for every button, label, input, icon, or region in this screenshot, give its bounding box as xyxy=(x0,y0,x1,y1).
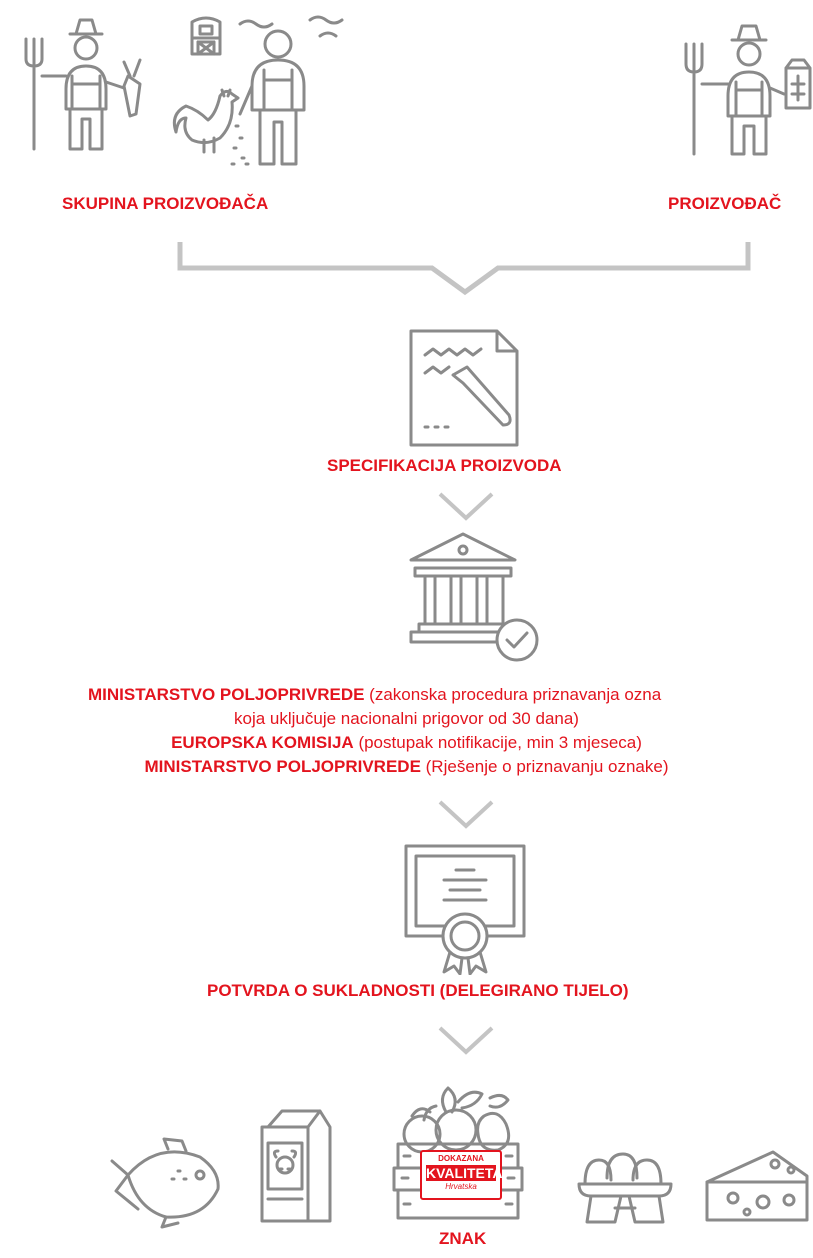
eggs-icon xyxy=(575,1150,675,1226)
document-pen-icon xyxy=(405,325,525,450)
quality-label-sub: Hrvatska xyxy=(445,1182,477,1191)
ministry-name-1: MINISTARSTVO POLJOPRIVREDE xyxy=(88,685,365,704)
commission-name: EUROPSKA KOMISIJA xyxy=(171,733,354,752)
quality-label-main: KVALITETA xyxy=(426,1165,503,1181)
arrow-down-2 xyxy=(438,800,494,829)
cheese-icon xyxy=(703,1148,813,1228)
procedure-description: MINISTARSTVO POLJOPRIVREDE (zakonska pro… xyxy=(0,683,813,779)
procedure-text-4: (Rješenje o priznavanju oznake) xyxy=(420,757,669,776)
arrow-down-3 xyxy=(438,1026,494,1055)
ministry-name-2: MINISTARSTVO POLJOPRIVREDE xyxy=(144,757,421,776)
mark-label: ZNAK xyxy=(439,1229,487,1248)
merge-connector xyxy=(170,240,760,300)
arrow-down-1 xyxy=(438,492,494,521)
fish-icon xyxy=(108,1135,228,1229)
producer-label: PROIZVOĐAČ xyxy=(668,194,782,213)
milk-carton-icon xyxy=(258,1105,333,1225)
farmer-icon xyxy=(680,24,813,160)
procedure-text-2: koja uključuje nacionalni prigovor od 30… xyxy=(234,709,579,728)
certificate-label: POTVRDA O SUKLADNOSTI (DELEGIRANO TIJELO… xyxy=(207,981,629,1000)
spec-label: SPECIFIKACIJA PROIZVODA xyxy=(327,456,562,475)
quality-label-top: DOKAZANA xyxy=(438,1154,484,1163)
group-label: SKUPINA PROIZVOĐAČA xyxy=(62,194,269,213)
certificate-icon xyxy=(400,840,530,975)
farmers-group-icon xyxy=(20,14,360,174)
quality-label-box: DOKAZANA KVALITETA Hrvatska xyxy=(420,1150,502,1200)
procedure-text-3: (postupak notifikacije, min 3 mjeseca) xyxy=(353,733,642,752)
procedure-text-1: (zakonska procedura priznavanja ozna xyxy=(364,685,662,704)
ministry-building-check-icon xyxy=(405,528,540,668)
